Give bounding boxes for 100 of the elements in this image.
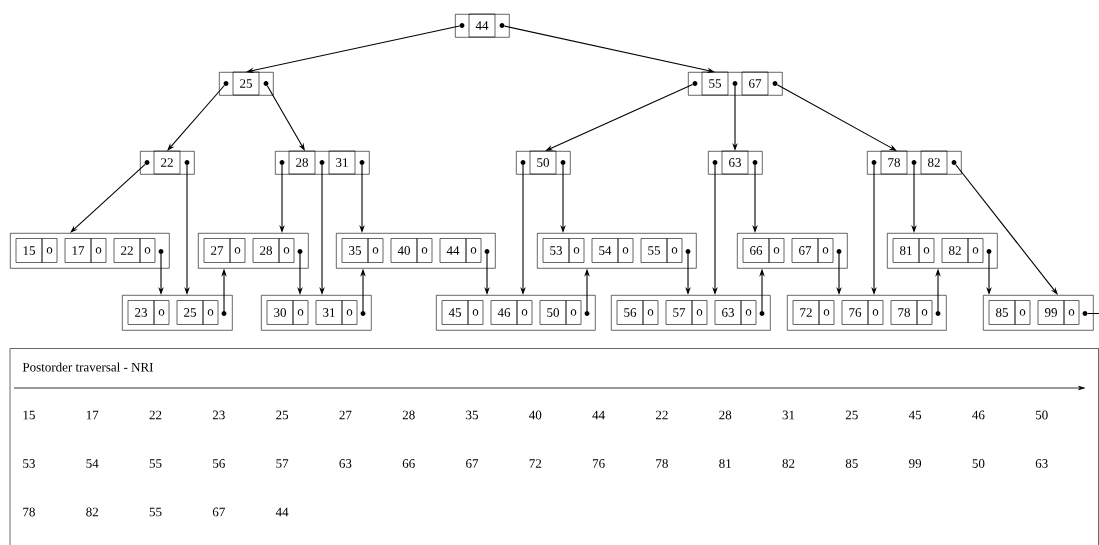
key-cell: 50 bbox=[529, 150, 557, 175]
pointer-cell: o bbox=[341, 300, 358, 325]
sequence-number: 99 bbox=[909, 459, 922, 468]
key-cell: 54 bbox=[591, 238, 619, 263]
sequence-number: 82 bbox=[86, 507, 98, 517]
sequence-number: 63 bbox=[339, 459, 352, 468]
key-cell: 66 bbox=[742, 238, 770, 263]
sequence-number: 78 bbox=[656, 459, 668, 468]
key-cell: 81 bbox=[892, 238, 920, 263]
sequence-number: 44 bbox=[275, 507, 289, 517]
key-cell: 45 bbox=[441, 300, 469, 325]
key-cell: 56 bbox=[616, 300, 644, 325]
key-cell: 63 bbox=[721, 150, 749, 175]
pointer-cell: o bbox=[918, 238, 935, 263]
key-cell: 28 bbox=[288, 150, 316, 175]
sequence-number: 66 bbox=[402, 459, 415, 468]
panel-heading: Postorder traversal - NRI bbox=[22, 362, 153, 372]
pointer-cell: o bbox=[817, 238, 834, 263]
sequence-number: 35 bbox=[466, 410, 478, 420]
key-cell: 67 bbox=[791, 238, 819, 263]
key-cell: 78 bbox=[890, 300, 918, 325]
pointer-cell: o bbox=[617, 238, 634, 263]
sequence-number: 28 bbox=[402, 410, 415, 420]
key-cell: 55 bbox=[640, 238, 668, 263]
key-cell: 44 bbox=[439, 238, 467, 263]
key-cell: 25 bbox=[232, 71, 260, 96]
key-cell: 40 bbox=[390, 238, 418, 263]
pointer-cell: o bbox=[278, 238, 295, 263]
pointer-arrow bbox=[70, 163, 146, 233]
sequence-number: 28 bbox=[719, 410, 732, 420]
sequence-number: 50 bbox=[972, 459, 985, 468]
key-cell: 44 bbox=[468, 13, 496, 38]
pointer-cell: o bbox=[90, 238, 107, 263]
sequence-number: 57 bbox=[276, 459, 289, 468]
sequence-number: 40 bbox=[529, 410, 542, 420]
key-cell: 35 bbox=[341, 238, 369, 263]
pointer-cell: o bbox=[768, 238, 785, 263]
pointer-arrow bbox=[266, 85, 305, 151]
key-cell: 85 bbox=[988, 300, 1016, 325]
key-cell: 27 bbox=[203, 238, 231, 263]
pointer-cell: o bbox=[916, 300, 933, 325]
sequence-number: 85 bbox=[845, 459, 858, 468]
sequence-number: 55 bbox=[149, 459, 162, 468]
pointer-cell: o bbox=[565, 300, 582, 325]
key-cell: 31 bbox=[328, 150, 356, 175]
pointer-cell: o bbox=[642, 300, 659, 325]
key-cell: 25 bbox=[176, 300, 204, 325]
key-cell: 82 bbox=[920, 150, 948, 175]
pointer-cell: o bbox=[202, 300, 219, 325]
sequence-number: 22 bbox=[149, 410, 162, 420]
pointer-arrow bbox=[167, 84, 225, 151]
pointer-cell: o bbox=[292, 300, 309, 325]
key-cell: 76 bbox=[841, 300, 869, 325]
sequence-number: 45 bbox=[908, 410, 922, 420]
key-cell: 28 bbox=[252, 238, 280, 263]
sequence-number: 67 bbox=[466, 459, 479, 468]
pointer-cell: o bbox=[516, 300, 533, 325]
sequence-number: 44 bbox=[592, 410, 605, 420]
pointer-cell: o bbox=[416, 238, 433, 263]
key-cell: 63 bbox=[714, 300, 742, 325]
pointer-cell: o bbox=[568, 238, 585, 263]
key-cell: 55 bbox=[701, 71, 729, 96]
key-cell: 22 bbox=[153, 150, 181, 175]
sequence-number: 17 bbox=[86, 410, 99, 420]
sequence-number: 63 bbox=[1035, 459, 1048, 468]
sequence-number: 23 bbox=[212, 410, 225, 420]
pointer-arrow bbox=[776, 84, 897, 151]
pointer-cell: o bbox=[818, 300, 835, 325]
pointer-cell: o bbox=[465, 238, 482, 263]
sequence-number: 56 bbox=[213, 459, 225, 468]
pointer-cell: o bbox=[1063, 300, 1080, 325]
sequence-number: 31 bbox=[782, 410, 795, 420]
key-cell: 82 bbox=[941, 238, 969, 263]
sequence-number: 78 bbox=[23, 507, 35, 517]
sequence-number: 72 bbox=[529, 459, 542, 468]
key-cell: 50 bbox=[539, 300, 567, 325]
pointer-cell: o bbox=[867, 300, 884, 325]
pointer-cell: o bbox=[1014, 300, 1031, 325]
key-cell: 15 bbox=[15, 238, 43, 263]
sequence-number: 55 bbox=[149, 507, 162, 517]
key-cell: 67 bbox=[741, 71, 769, 96]
pointer-cell: o bbox=[153, 300, 170, 325]
key-cell: 72 bbox=[792, 300, 820, 325]
key-cell: 46 bbox=[490, 300, 518, 325]
pointer-cell: o bbox=[740, 300, 757, 325]
sequence-number: 25 bbox=[845, 410, 858, 420]
sequence-number: 76 bbox=[592, 459, 605, 468]
key-cell: 57 bbox=[665, 300, 693, 325]
pointer-cell: o bbox=[691, 300, 708, 325]
key-cell: 23 bbox=[127, 300, 155, 325]
sequence-number: 82 bbox=[782, 459, 795, 468]
key-cell: 30 bbox=[266, 300, 294, 325]
pointer-cell: o bbox=[467, 300, 484, 325]
pointer-arrow bbox=[955, 163, 1058, 295]
sequence-number: 53 bbox=[23, 459, 35, 468]
key-cell: 53 bbox=[542, 238, 570, 263]
key-cell: 99 bbox=[1037, 300, 1065, 325]
pointer-cell: o bbox=[229, 238, 246, 263]
sequence-number: 15 bbox=[23, 410, 35, 420]
sequence-number: 27 bbox=[339, 410, 352, 420]
